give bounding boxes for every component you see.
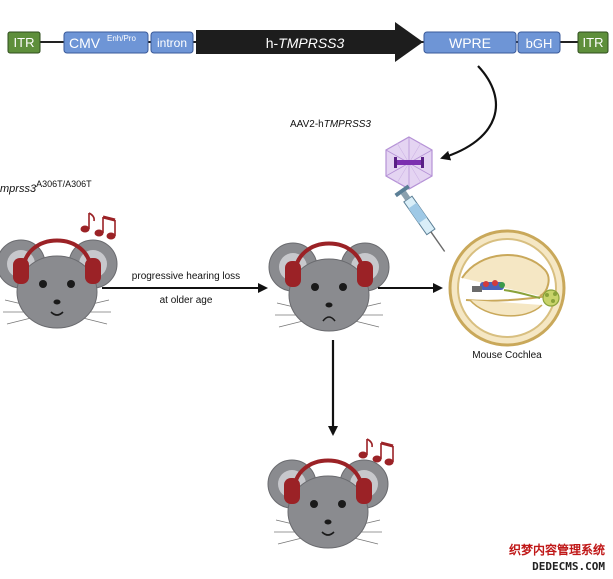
music-notes-icon-left <box>80 212 116 240</box>
cmv-superscript: Enh/Pro <box>107 34 136 43</box>
cochlea-label: Mouse Cochlea <box>472 350 542 361</box>
bgh-label: bGH <box>526 36 553 51</box>
mouse-hearing-loss-older <box>268 241 390 332</box>
progression-line2: at older age <box>160 295 213 306</box>
gene-arrow-label: h-TMPRSS3 <box>266 35 345 51</box>
itr-right-element: ITR <box>577 31 609 54</box>
vector-label: AAV2-hTMPRSS3 <box>290 119 371 130</box>
aav-construct-map: ITR CMV Enh/Pro intron h-TMPRSS3 WPRE bG… <box>7 22 609 62</box>
intron-label: intron <box>157 36 187 50</box>
itr-right-label: ITR <box>583 35 604 50</box>
genotype-label: mprss3A306T/A306T <box>0 179 92 195</box>
wpre-label: WPRE <box>449 35 491 51</box>
mouse-cochlea-illustration <box>448 229 566 347</box>
watermark-line2: DEDECMS.COM <box>532 560 605 573</box>
wpre-element: WPRE <box>423 31 517 54</box>
syringe-icon <box>394 184 446 252</box>
gene-arrow-element: h-TMPRSS3 <box>196 22 423 62</box>
construct-to-vector-arrow <box>440 65 498 161</box>
intron-element: intron <box>150 31 194 54</box>
mouse-normal-hearing-young <box>0 238 118 329</box>
watermark-line1: 织梦内容管理系统 <box>509 542 605 557</box>
bgh-element: bGH <box>517 31 561 54</box>
cmv-element: CMV Enh/Pro <box>63 31 149 54</box>
cmv-label: CMV <box>69 35 101 51</box>
music-notes-icon-bottom <box>358 438 394 466</box>
itr-left-element: ITR <box>7 31 41 54</box>
aav-capsid-icon <box>385 136 433 190</box>
progression-line1: progressive hearing loss <box>132 271 240 282</box>
mouse-rescued-hearing <box>267 458 389 549</box>
itr-left-label: ITR <box>14 35 35 50</box>
site-watermark: 织梦内容管理系统 DEDECMS.COM <box>509 542 605 573</box>
